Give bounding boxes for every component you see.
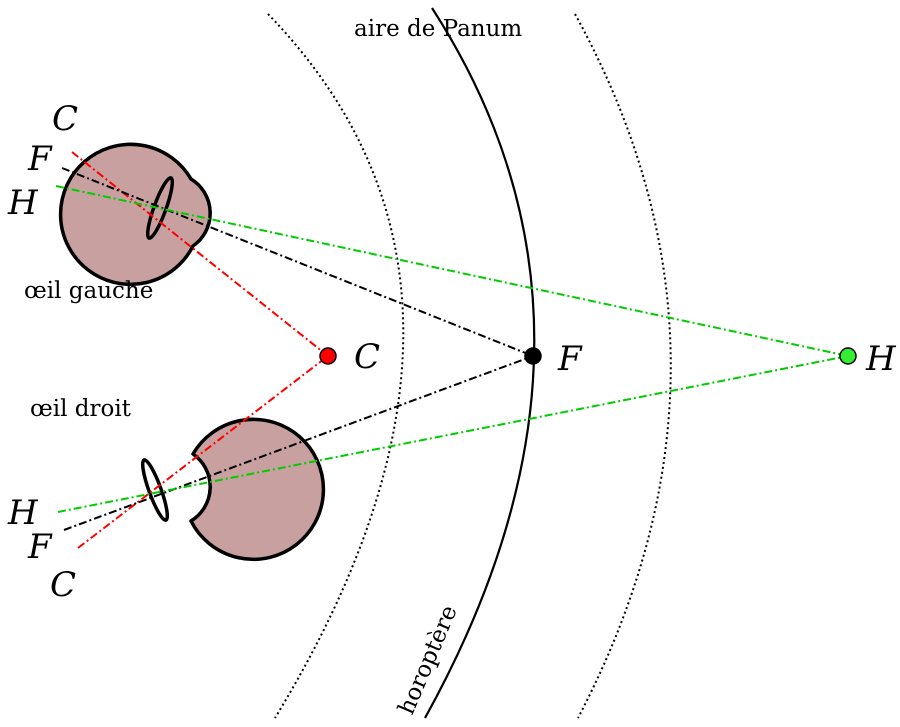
point-H-marker: [839, 347, 857, 365]
point-F-label: F: [557, 339, 583, 379]
horopter-arc: [424, 7, 536, 719]
panum-outer-boundary: [574, 13, 672, 719]
right-eye: [140, 417, 326, 562]
left-retina-F-label: F: [27, 139, 53, 179]
point-C-marker: [319, 347, 337, 365]
ray-H-right-eye: [57, 355, 849, 513]
right-eye-globe: [189, 417, 326, 562]
ray-H-left-eye: [55, 185, 849, 357]
point-H-label: H: [865, 339, 897, 379]
right-eye-lens: [140, 458, 170, 522]
right-retina-H-label: H: [7, 493, 39, 533]
right-eye-label: œil droit: [30, 396, 132, 422]
ray-C-right-eye: [77, 355, 329, 549]
right-retina-F-label: F: [27, 527, 53, 567]
horopter-label: horoptère: [394, 602, 463, 719]
ray-F-right-eye: [63, 355, 534, 531]
point-C-label: C: [354, 337, 380, 377]
left-eye-label: œil gauche: [24, 278, 153, 304]
left-retina-H-label: H: [7, 183, 39, 223]
left-retina-C-label: C: [52, 99, 78, 139]
panum-area-label: aire de Panum: [354, 16, 522, 42]
right-retina-C-label: C: [50, 565, 76, 605]
ray-F-left-eye: [61, 167, 534, 357]
point-F-marker: [524, 347, 542, 365]
ray-C-left-eye: [71, 151, 329, 357]
panum-inner-boundary: [267, 13, 405, 719]
